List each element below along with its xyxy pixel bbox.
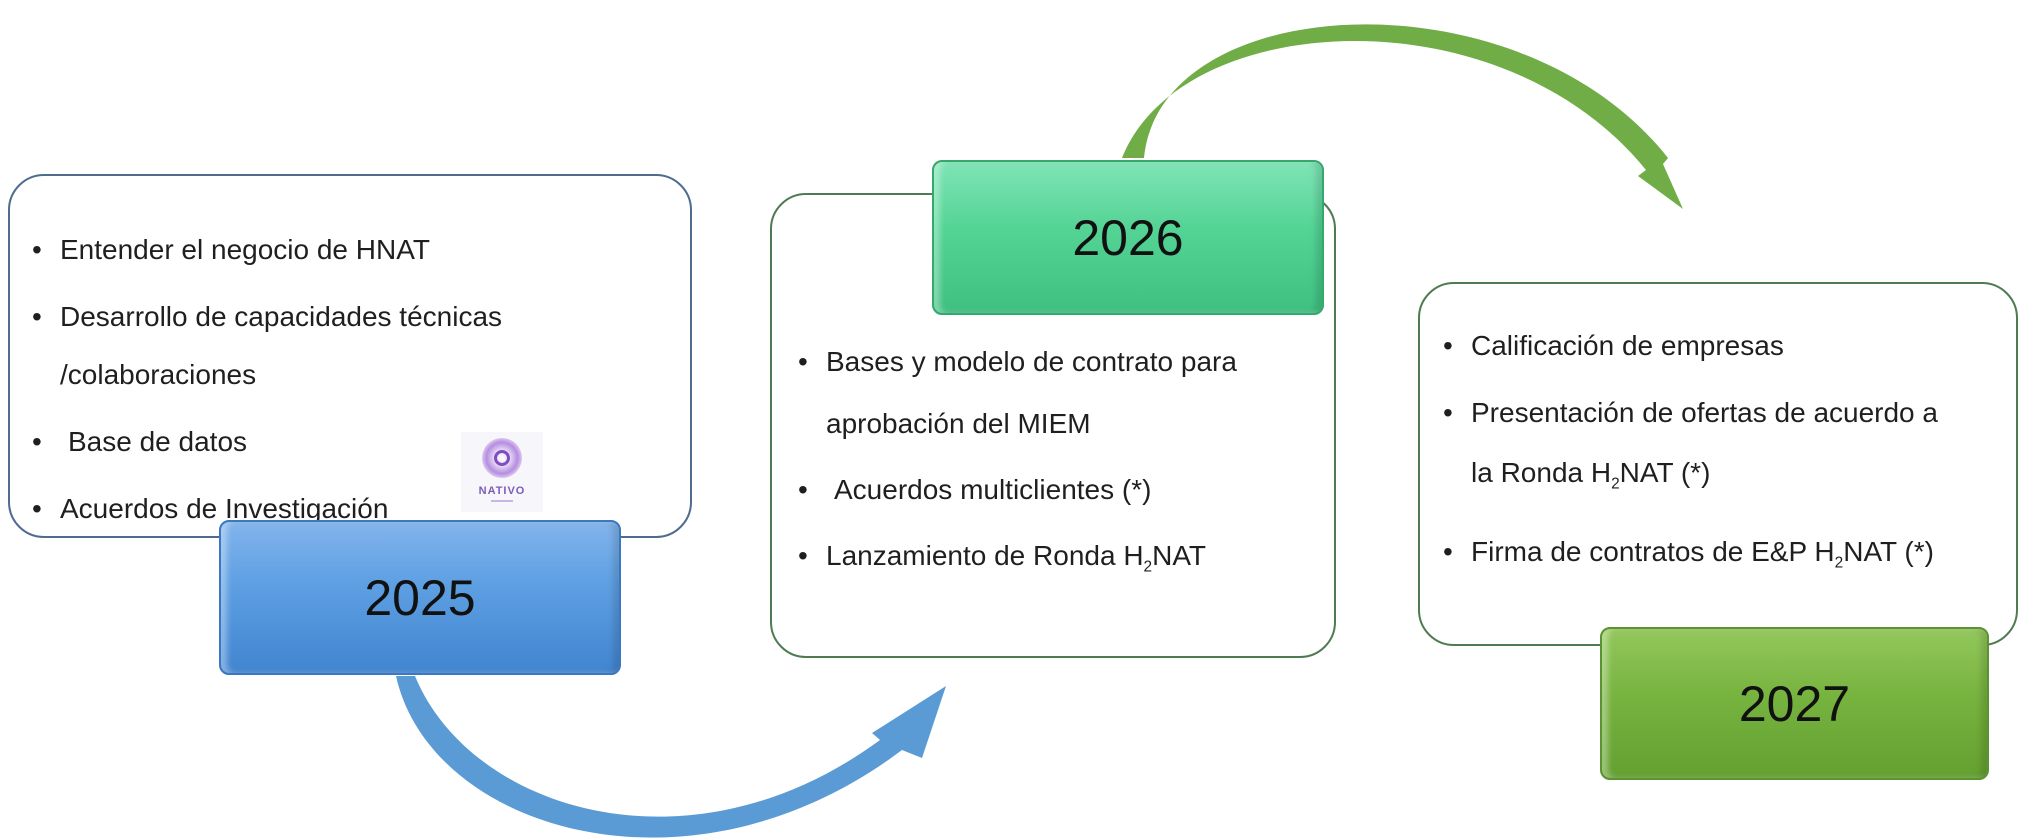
list-item: Bases y modelo de contrato para aprobaci…	[798, 331, 1318, 455]
list-item: Desarrollo de capacidades técnicas /cola…	[32, 288, 642, 404]
list-item: Entender el negocio de HNAT	[32, 221, 642, 279]
year-2026-label: 2026	[932, 160, 1324, 315]
stage-2026-list: Bases y modelo de contrato para aprobaci…	[798, 331, 1318, 603]
logo-glow-icon	[482, 438, 522, 478]
year-2027-label: 2027	[1600, 627, 1989, 780]
stage-2025-list: Entender el negocio de HNAT Desarrollo d…	[32, 221, 642, 547]
stage-2027-list: Calificación de empresas Presentación de…	[1443, 316, 2013, 600]
list-item: Presentación de ofertas de acuerdo a la …	[1443, 383, 2013, 515]
logo-subtext-mark	[461, 500, 543, 503]
arrow-2025-to-2026	[396, 676, 946, 838]
list-item: Base de datos	[32, 413, 642, 471]
list-item: Acuerdos multiclientes (*)	[798, 459, 1318, 521]
year-2025-label: 2025	[219, 520, 621, 675]
arrow-2026-to-2027	[1122, 24, 1683, 209]
list-item: Lanzamiento de Ronda H2NAT	[798, 525, 1318, 599]
list-item: Calificación de empresas	[1443, 316, 2013, 376]
list-item: Acuerdos de Investigación	[32, 480, 642, 538]
nativo-energy-logo: NATIVO	[461, 432, 543, 512]
list-item: Firma de contratos de E&P H2NAT (*)	[1443, 522, 2013, 594]
